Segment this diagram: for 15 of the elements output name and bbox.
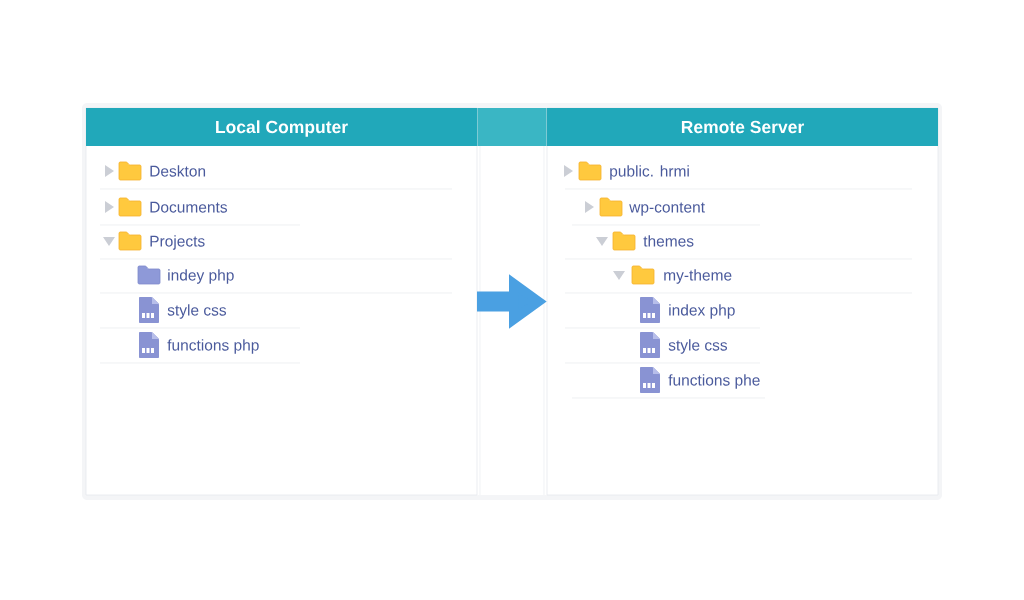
folder-name: wp-content bbox=[629, 202, 705, 216]
folder-name: public. hrmi bbox=[610, 165, 689, 180]
file-name: indey php bbox=[168, 269, 234, 284]
folder-name: Projects bbox=[150, 235, 205, 250]
file-name: style css bbox=[668, 339, 728, 354]
file-name: style css bbox=[167, 304, 227, 319]
file-name: index php bbox=[669, 304, 735, 319]
folder-name: my-theme bbox=[664, 269, 732, 284]
folder-name: Deskton bbox=[150, 165, 206, 177]
folder-name: Documents bbox=[150, 201, 227, 213]
folder-name: themes bbox=[643, 235, 694, 247]
file-name: functions php bbox=[167, 339, 259, 354]
panel-header: Remote Server bbox=[547, 108, 938, 146]
panel-header: Local Computer bbox=[86, 108, 477, 146]
file-name: functions phe bbox=[668, 374, 760, 389]
